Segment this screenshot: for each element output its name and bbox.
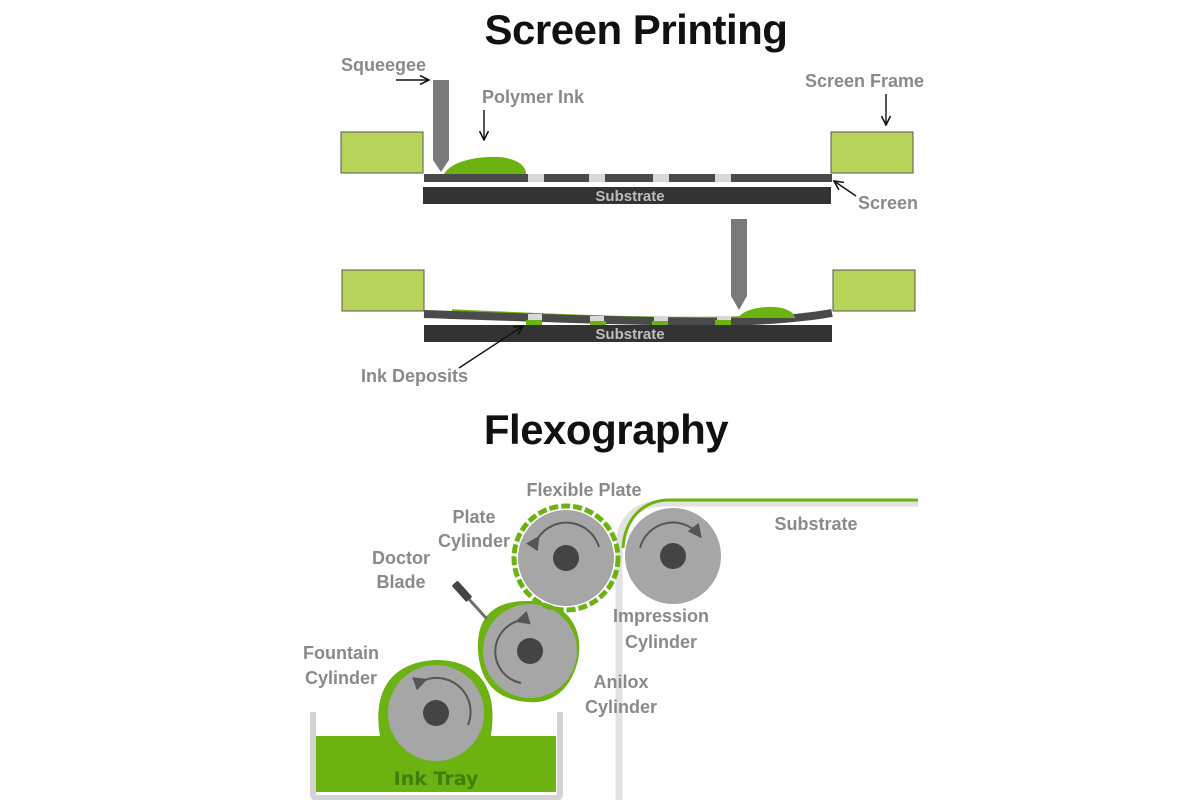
screen-frame-left [340,131,424,174]
doctor-blade-handle [452,581,472,602]
fountain-cylinder-hub [423,700,449,726]
substrate-label-bottom: Substrate [595,326,664,343]
plate-cylinder [511,503,621,613]
plate-cylinder-label-line1: Plate [452,507,495,527]
screen-frame-label: Screen Frame [805,71,924,91]
substrate-label-flexo: Substrate [774,514,857,534]
substrate-label-top: Substrate [595,188,664,205]
flexible-plate-segments [511,503,621,613]
screen-segment [605,174,653,182]
screen-gap [654,316,668,325]
squeegee-2 [731,219,747,310]
impression-rotation-arrow [639,521,702,549]
screen-segment [544,174,589,182]
fountain-cylinder-label-line2: Cylinder [305,668,377,688]
substrate-web [615,499,918,800]
ink-tray-fill [316,736,556,792]
polymer-ink-label: Polymer Ink [482,87,585,107]
substrate-ink-layer [621,498,918,549]
polymer-ink-blob-2 [738,306,795,318]
substrate-bar-top [423,187,831,204]
ink-deposits-arrow [458,326,523,369]
deflected-screen [423,309,833,327]
impression-cylinder-label-line1: Impression [613,606,709,626]
squeegee-label: Squeegee [341,55,426,75]
doctor-blade-label-line2: Blade [376,572,425,592]
screen-frame-right [830,131,914,174]
impression-cylinder-label-line2: Cylinder [625,632,697,652]
fountain-cylinder [378,660,493,761]
ink-deposit [652,321,668,326]
anilox-cylinder-label-line1: Anilox [593,672,648,692]
screen-gap [528,314,542,323]
screen-printing-stage-1: Substrate [340,80,914,205]
ink-deposits-label: Ink Deposits [361,366,468,386]
polymer-ink-blob [444,156,526,174]
screen-arrow [834,181,857,197]
squeegee [433,80,449,172]
anilox-cylinder-hub [517,638,543,664]
doctor-blade [452,581,488,620]
flexible-plate-label: Flexible Plate [526,480,641,500]
screen-printing-stage-2: Substrate [341,219,916,343]
doctor-blade-label-line1: Doctor [372,548,430,568]
plate-cylinder-hub [553,545,579,571]
ink-deposit [590,321,606,326]
impression-cylinder [625,508,721,604]
ink-deposit [526,320,542,326]
screen-label: Screen [858,193,918,213]
anilox-cylinder-label-line2: Cylinder [585,697,657,717]
plate-rotation-arrow [525,521,600,552]
ink-deposit [715,320,731,326]
screen-segment [424,174,528,182]
fountain-rotation-arrow [412,677,472,726]
impression-cylinder-hub [660,543,686,569]
screen-segment [731,174,832,182]
screen-printing-title: Screen Printing [485,6,788,53]
anilox-cylinder [477,600,580,703]
anilox-rotation-arrow [494,611,531,684]
screen-gap [590,316,604,325]
ink-tray-label: Ink Tray [394,768,479,790]
flexography-title: Flexography [484,406,729,453]
ink-tray-wall [310,712,563,800]
screen-frame-right-2 [832,269,916,312]
substrate-bar-bottom [424,325,832,342]
ink-tray: Ink Tray [310,712,563,800]
screen-segment [669,174,715,182]
screen-frame-left-2 [341,269,425,312]
plate-cylinder-label-line2: Cylinder [438,531,510,551]
doctor-blade-edge [468,598,488,620]
fountain-cylinder-label-line1: Fountain [303,643,379,663]
